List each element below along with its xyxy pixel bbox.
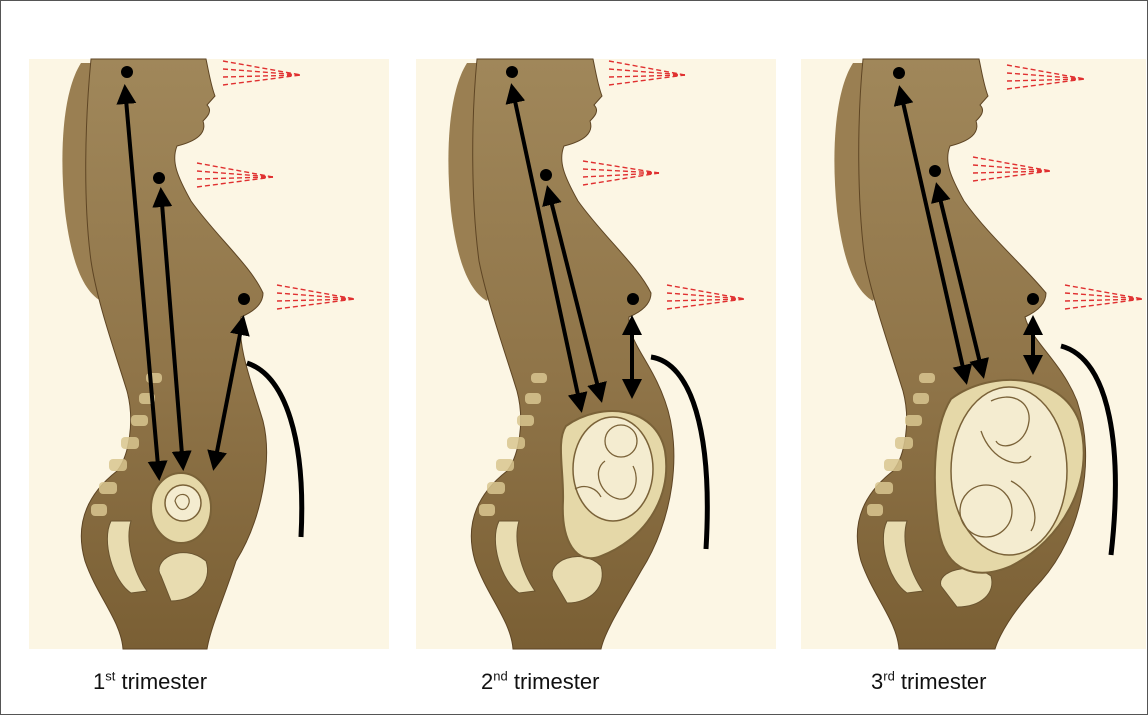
caption-3rd-trimester: 3rd trimester xyxy=(871,669,987,695)
caption-suffix: rd xyxy=(883,669,895,684)
caption-suffix: st xyxy=(105,669,115,684)
caption-label: trimester xyxy=(508,669,600,694)
caption-1st-trimester: 1st trimester xyxy=(93,669,207,695)
caption-number: 1 xyxy=(93,669,105,694)
caption-label: trimester xyxy=(895,669,987,694)
caption-number: 3 xyxy=(871,669,883,694)
caption-suffix: nd xyxy=(493,669,507,684)
caption-label: trimester xyxy=(115,669,207,694)
caption-number: 2 xyxy=(481,669,493,694)
caption-2nd-trimester: 2nd trimester xyxy=(481,669,599,695)
